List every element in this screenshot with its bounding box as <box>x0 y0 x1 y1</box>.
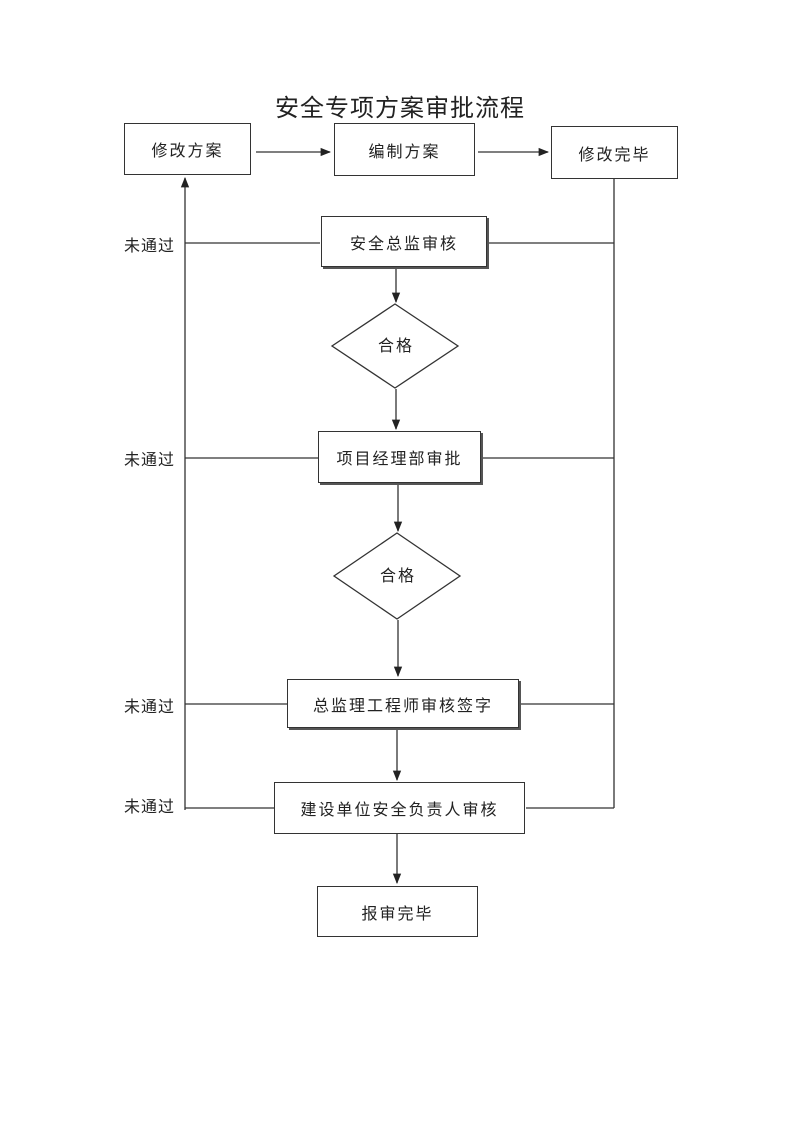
reject-label-1: 未通过 <box>124 236 176 255</box>
decision-diamond-2 <box>332 532 462 620</box>
compile-plan-label: 编制方案 <box>368 141 441 161</box>
check-2-label: 合格 <box>379 566 417 585</box>
compile-plan-box: 编制方案 <box>334 123 475 176</box>
check-1-label: 合格 <box>377 336 415 355</box>
decision-diamond-1 <box>330 303 460 389</box>
submission-done-box: 报审完毕 <box>317 886 478 937</box>
chief-supervisor-sign-label: 总监理工程师审核签字 <box>312 695 493 715</box>
revise-plan-label: 修改方案 <box>151 141 224 160</box>
chief-supervisor-sign-box: 总监理工程师审核签字 <box>287 679 519 728</box>
revise-plan-box: 修改方案 <box>124 123 251 175</box>
reject-label-3: 未通过 <box>124 697 176 716</box>
safety-director-review-label: 安全总监审核 <box>349 233 458 253</box>
submission-done-label: 报审完毕 <box>361 903 434 923</box>
reject-label-4: 未通过 <box>124 797 176 816</box>
owner-review-label: 建设单位安全负责人审核 <box>300 800 499 819</box>
owner-review-box: 建设单位安全负责人审核 <box>274 782 525 834</box>
reject-label-2: 未通过 <box>124 450 176 469</box>
revision-done-label: 修改完毕 <box>578 144 651 164</box>
project-dept-approval-label: 项目经理部审批 <box>336 449 463 468</box>
project-dept-approval-box: 项目经理部审批 <box>318 431 481 483</box>
diagram-title: 安全专项方案审批流程 <box>275 94 525 122</box>
safety-director-review-box: 安全总监审核 <box>321 216 487 267</box>
revision-done-box: 修改完毕 <box>551 126 678 179</box>
